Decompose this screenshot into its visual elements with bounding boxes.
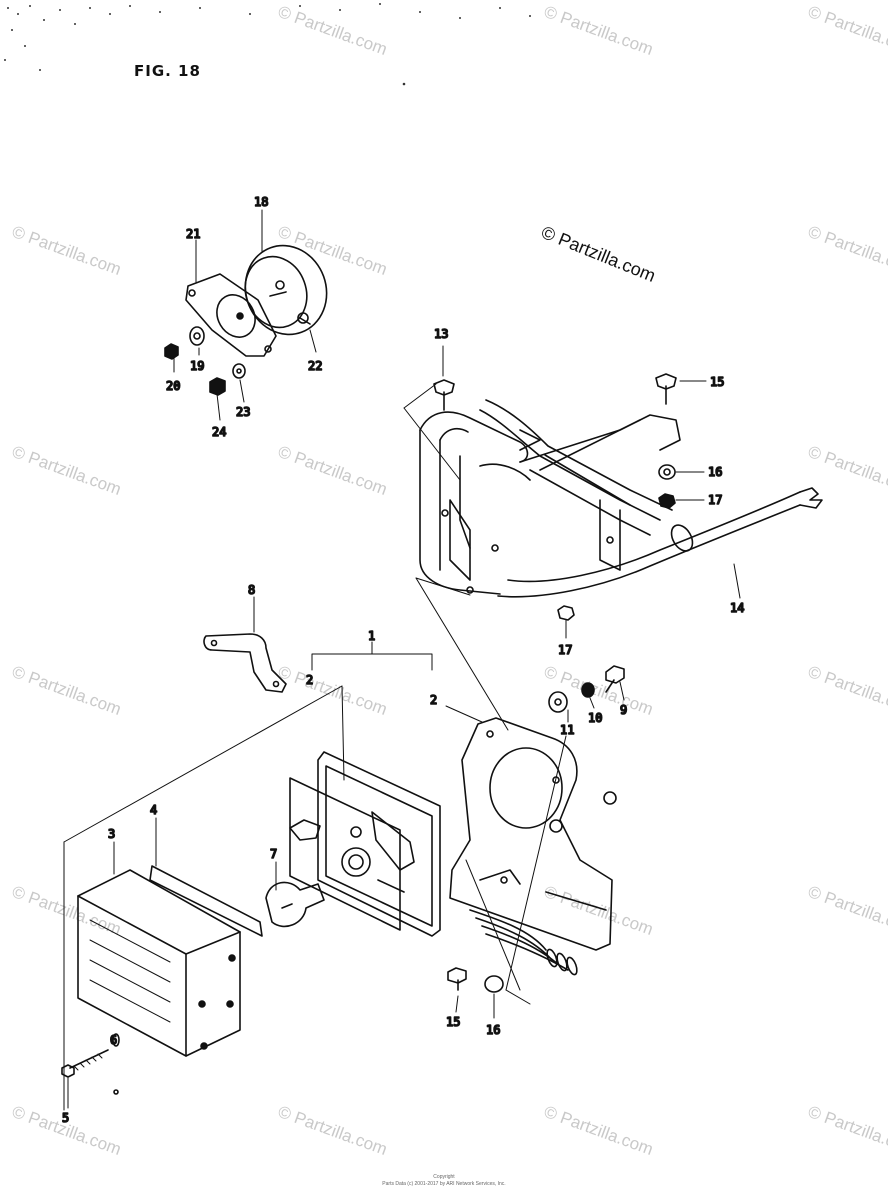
callout-20: 20	[166, 379, 180, 393]
plate-bracket-part	[203, 633, 287, 693]
callout-17: 17	[708, 493, 722, 507]
callout-15: 15	[710, 375, 724, 389]
scan-noise	[4, 3, 531, 86]
callout-9: 9	[620, 703, 627, 717]
callout-21: 21	[186, 227, 200, 241]
callout-7: 7	[270, 847, 277, 861]
assembly-bracket-lines	[63, 641, 483, 1111]
callout-leaders-lens	[113, 817, 157, 875]
callout-2: 2	[306, 673, 313, 687]
callout-16: 16	[708, 465, 722, 479]
callout-22: 22	[308, 359, 322, 373]
callout-18: 18	[254, 195, 268, 209]
rear-frame-part	[419, 399, 823, 598]
screw-part	[61, 1033, 120, 1095]
callout-8: 8	[248, 583, 255, 597]
lens-part	[77, 869, 241, 1057]
frame-hardware	[433, 373, 677, 621]
figure-title: FIG. 18	[134, 62, 201, 80]
callout-2: 2	[430, 693, 437, 707]
horn-bracket-part	[185, 273, 277, 357]
horn-part	[244, 244, 328, 336]
horn-hardware	[164, 317, 311, 396]
callout-10: 10	[588, 711, 602, 725]
bracket-hardware	[447, 665, 625, 993]
callout-24: 24	[212, 425, 226, 439]
gasket-part	[149, 865, 263, 937]
callout-11: 11	[560, 723, 574, 737]
wiring-harness	[469, 909, 578, 976]
callout-6: 6	[110, 1033, 117, 1047]
callout-23: 23	[236, 405, 250, 419]
callout-4: 4	[150, 803, 157, 817]
footer-parts-data: Parts Data (c) 2001-2017 by ARI Network …	[382, 1181, 506, 1187]
footer-copyright: Copyright	[433, 1174, 455, 1180]
callout-5: 5	[62, 1111, 69, 1125]
callout-leaders-horn	[173, 209, 317, 421]
callout-labels: 18 21 19 20 22 23 24 13 15 16 17 14 17 8…	[61, 194, 745, 1126]
taillight-housing-part	[289, 751, 441, 937]
callout-19: 19	[190, 359, 204, 373]
callout-13: 13	[434, 327, 448, 341]
callout-15: 15	[446, 1015, 460, 1029]
callout-17: 17	[558, 643, 572, 657]
license-bracket-part	[449, 717, 617, 951]
callout-16: 16	[486, 1023, 500, 1037]
callout-leaders-frame	[403, 345, 741, 731]
callout-1: 1	[368, 629, 375, 643]
callout-3: 3	[108, 827, 115, 841]
callout-14: 14	[730, 601, 744, 615]
callout-leaders-bracket	[455, 681, 625, 1019]
